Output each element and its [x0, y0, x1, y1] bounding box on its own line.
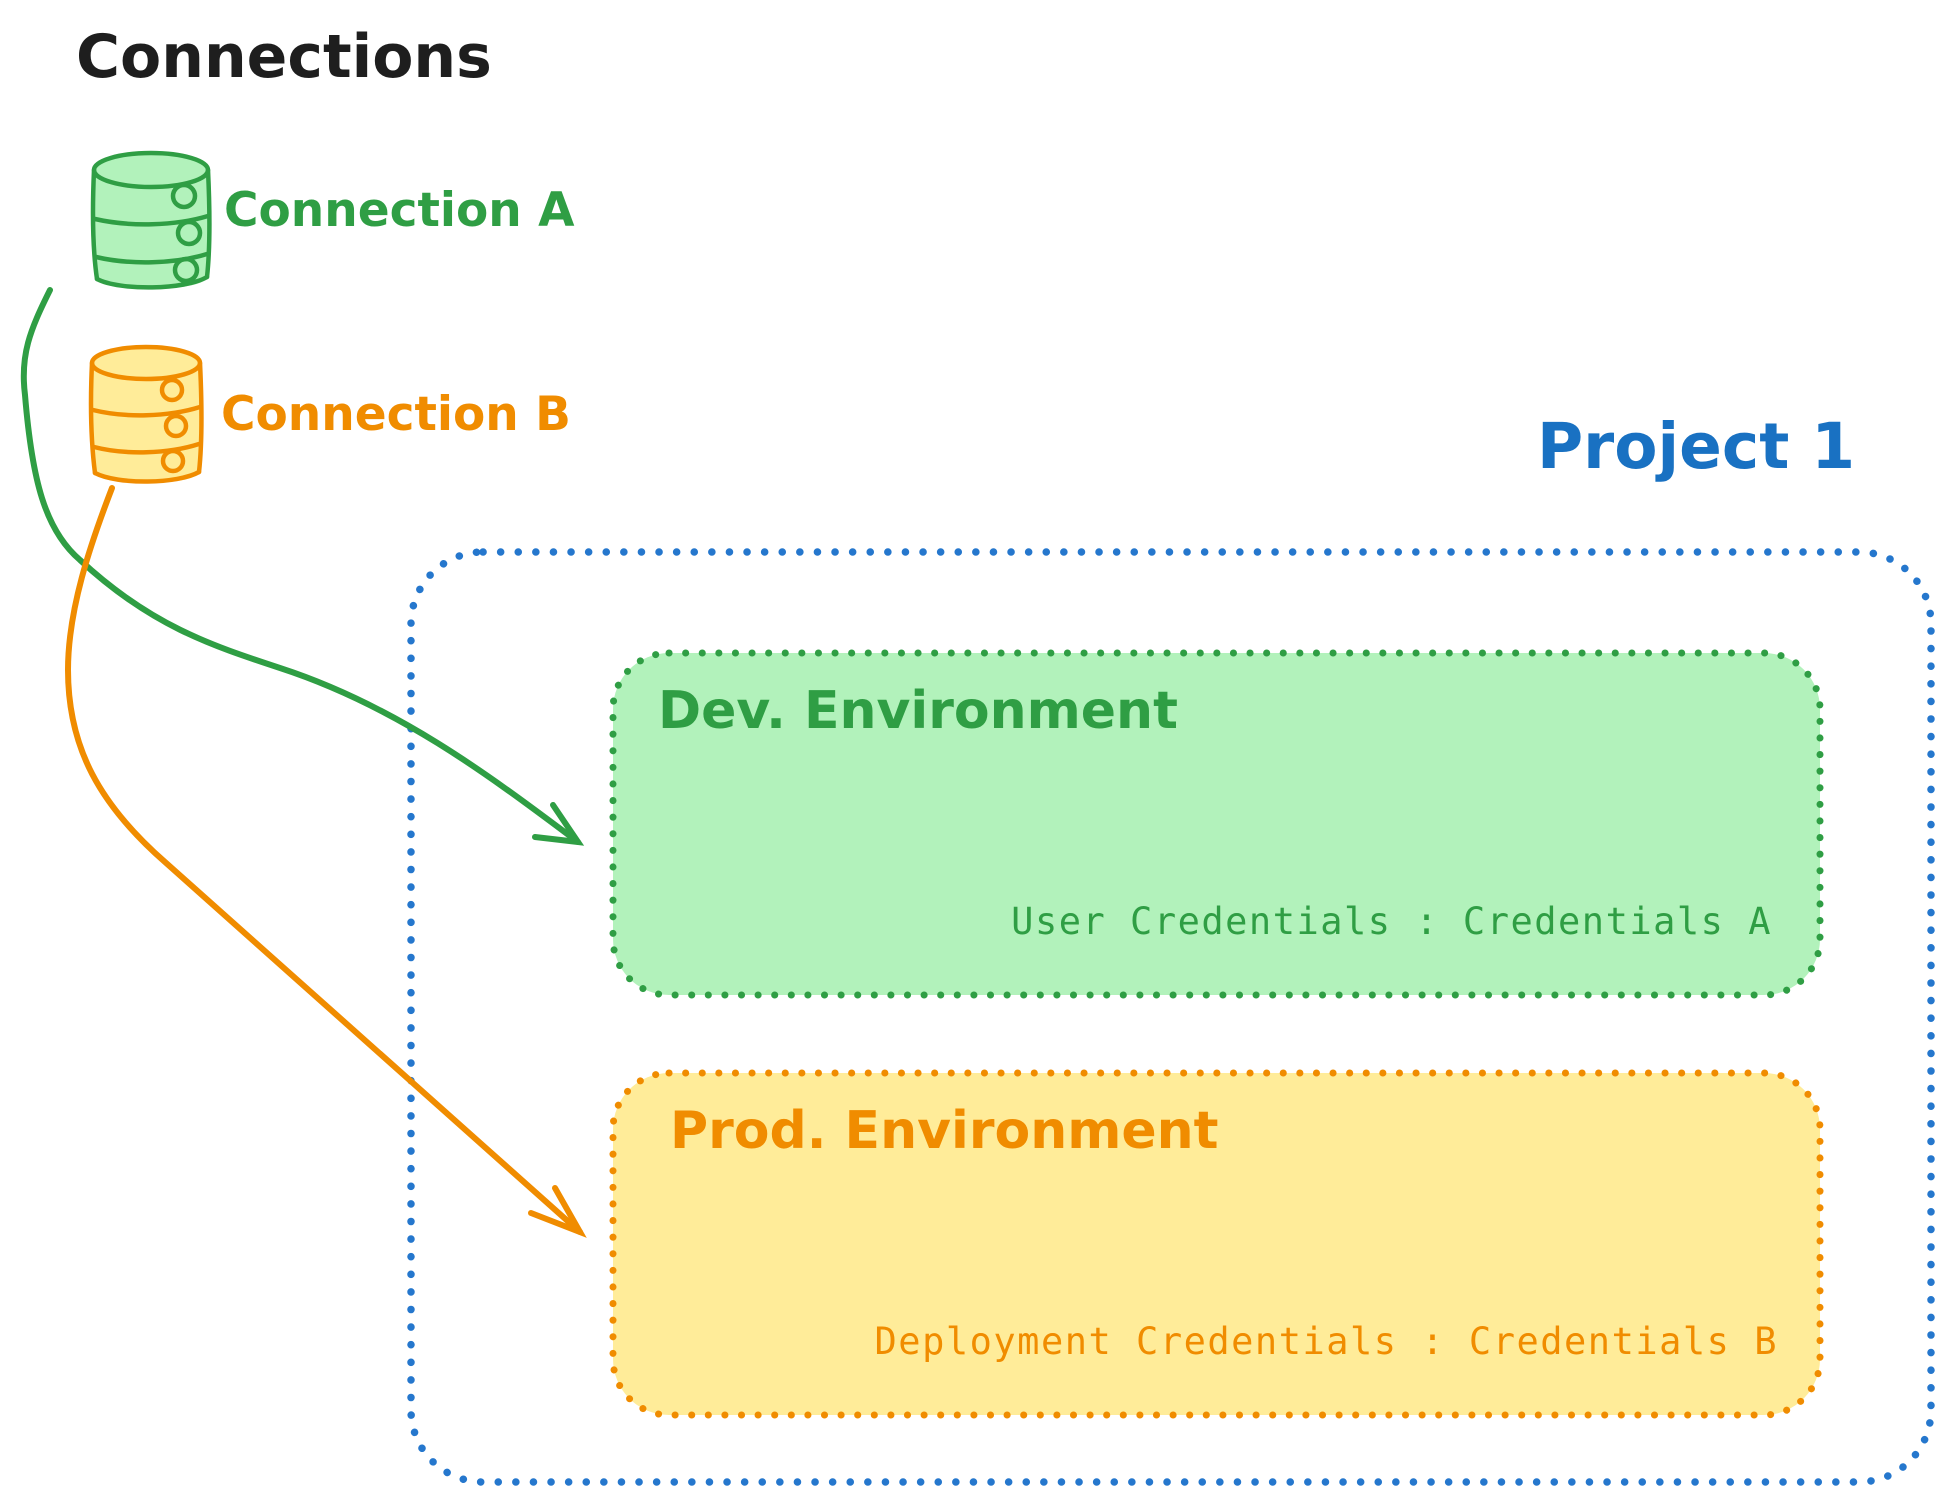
connection-a-label: Connection A — [224, 183, 575, 238]
prod-environment-box — [609, 1069, 1824, 1419]
database-icon-connection-b — [88, 344, 204, 484]
dev-environment-box — [609, 649, 1824, 999]
dev-environment-credentials: User Credentials : Credentials A — [1011, 900, 1772, 943]
connections-title: Connections — [76, 22, 492, 92]
project-box — [407, 548, 1935, 1486]
project-title: Project 1 — [1537, 410, 1856, 483]
prod-environment-title: Prod. Environment — [670, 1101, 1219, 1161]
connection-b-label: Connection B — [221, 387, 571, 442]
prod-environment-credentials: Deployment Credentials : Credentials B — [874, 1320, 1778, 1363]
connection-a-arrow — [20, 287, 585, 846]
dev-environment-title: Dev. Environment — [658, 681, 1178, 741]
connection-b-arrow — [64, 485, 587, 1238]
database-icon-connection-a — [90, 150, 212, 290]
